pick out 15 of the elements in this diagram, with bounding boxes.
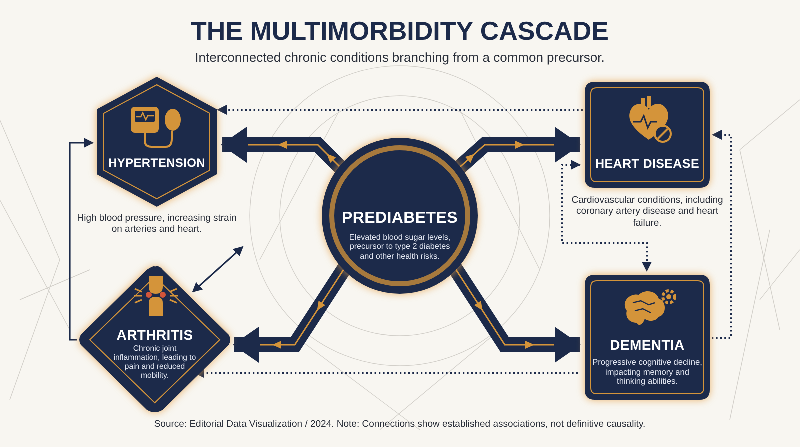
source-note: Source: Editorial Data Visualization / 2024. Note: Connections show established associations, not definitive causality. bbox=[153, 419, 647, 430]
node-caption: High blood pressure, increasing strain on arteries and heart. bbox=[77, 213, 237, 236]
node-heading: ARTHRITIS bbox=[116, 327, 194, 343]
center-circle bbox=[322, 138, 478, 294]
condition-card bbox=[585, 275, 710, 400]
node-heading: HYPERTENSION bbox=[107, 156, 207, 170]
node-description: Progressive cognitive decline, impacting memory and thinking abilities. bbox=[592, 358, 702, 387]
condition-diamond bbox=[78, 265, 232, 415]
node-caption: Cardiovascular conditions, including coronary artery disease and heart failure. bbox=[570, 195, 724, 230]
node-heading: DEMENTIA bbox=[609, 337, 686, 353]
node-description: Elevated blood sugar levels, precursor to type 2 diabetes and other health risks. bbox=[348, 233, 452, 261]
subtitle: Interconnected chronic conditions branching from a common precursor. bbox=[194, 50, 606, 65]
node-heading: HEART DISEASE bbox=[594, 157, 700, 171]
diagram-title: THE MULTIMORBIDITY CASCADE bbox=[190, 16, 610, 47]
node-heading: PREDIABETES bbox=[341, 210, 459, 228]
